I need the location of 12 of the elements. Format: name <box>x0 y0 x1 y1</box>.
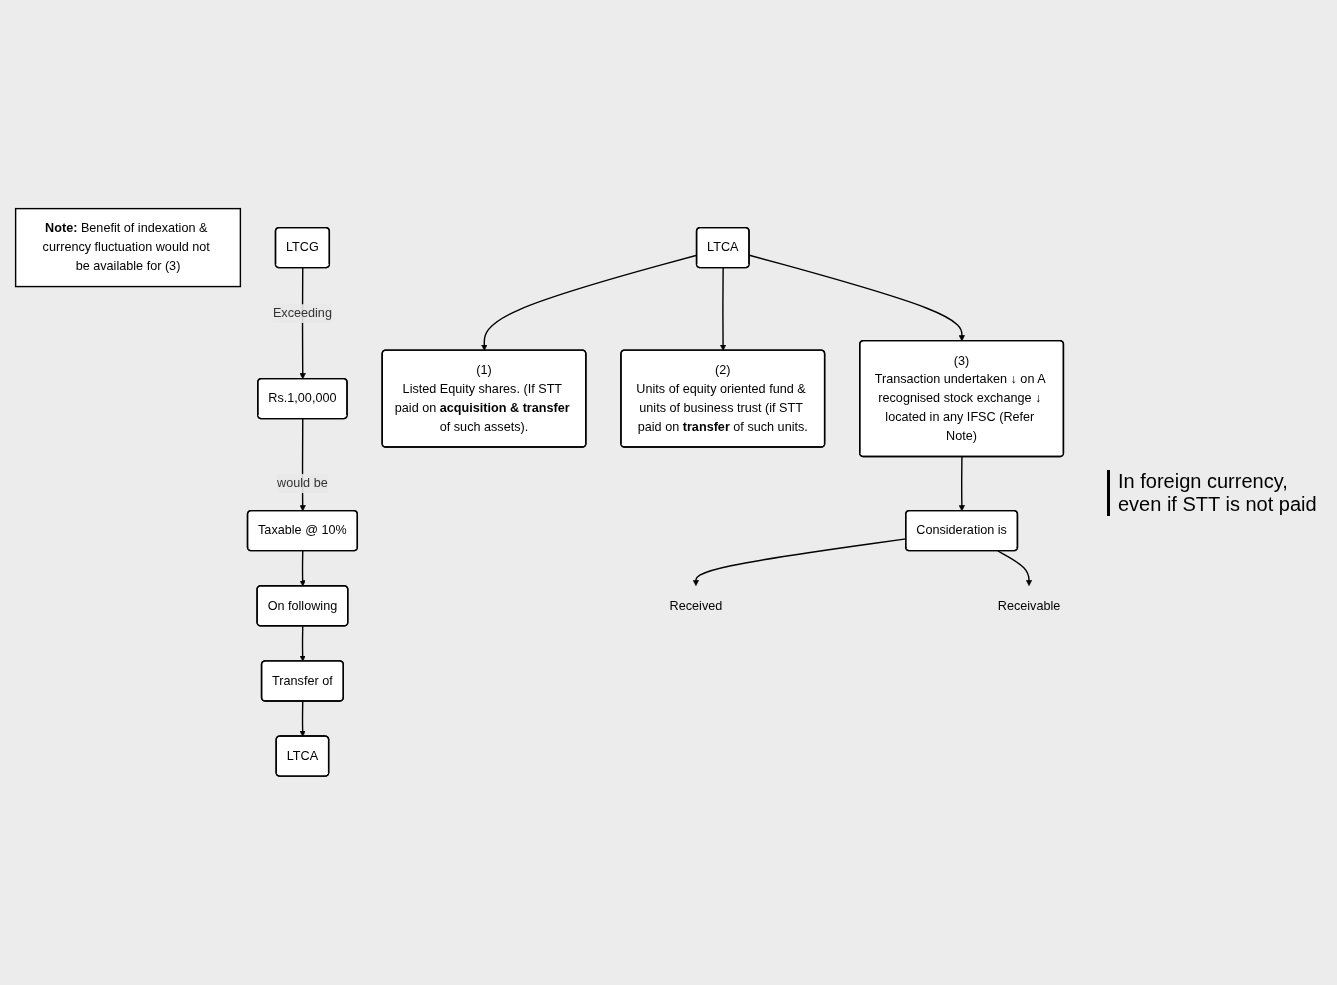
note-text: In foreign currency, even if STT is not paid <box>1107 469 1327 516</box>
arrow <box>299 550 306 587</box>
node-box: Note: Benefit of indexation & currency fluctuation would not be available for (3) <box>14 208 242 288</box>
arrow <box>997 550 1033 587</box>
node-text: Received <box>669 598 723 613</box>
arrow <box>299 625 306 662</box>
node-text: Receivable <box>997 598 1061 613</box>
arrow <box>720 267 727 351</box>
arrow <box>299 700 306 737</box>
edge-label: Exceeding <box>272 306 332 321</box>
arrow <box>958 456 965 512</box>
edge-label: would be <box>277 476 328 491</box>
